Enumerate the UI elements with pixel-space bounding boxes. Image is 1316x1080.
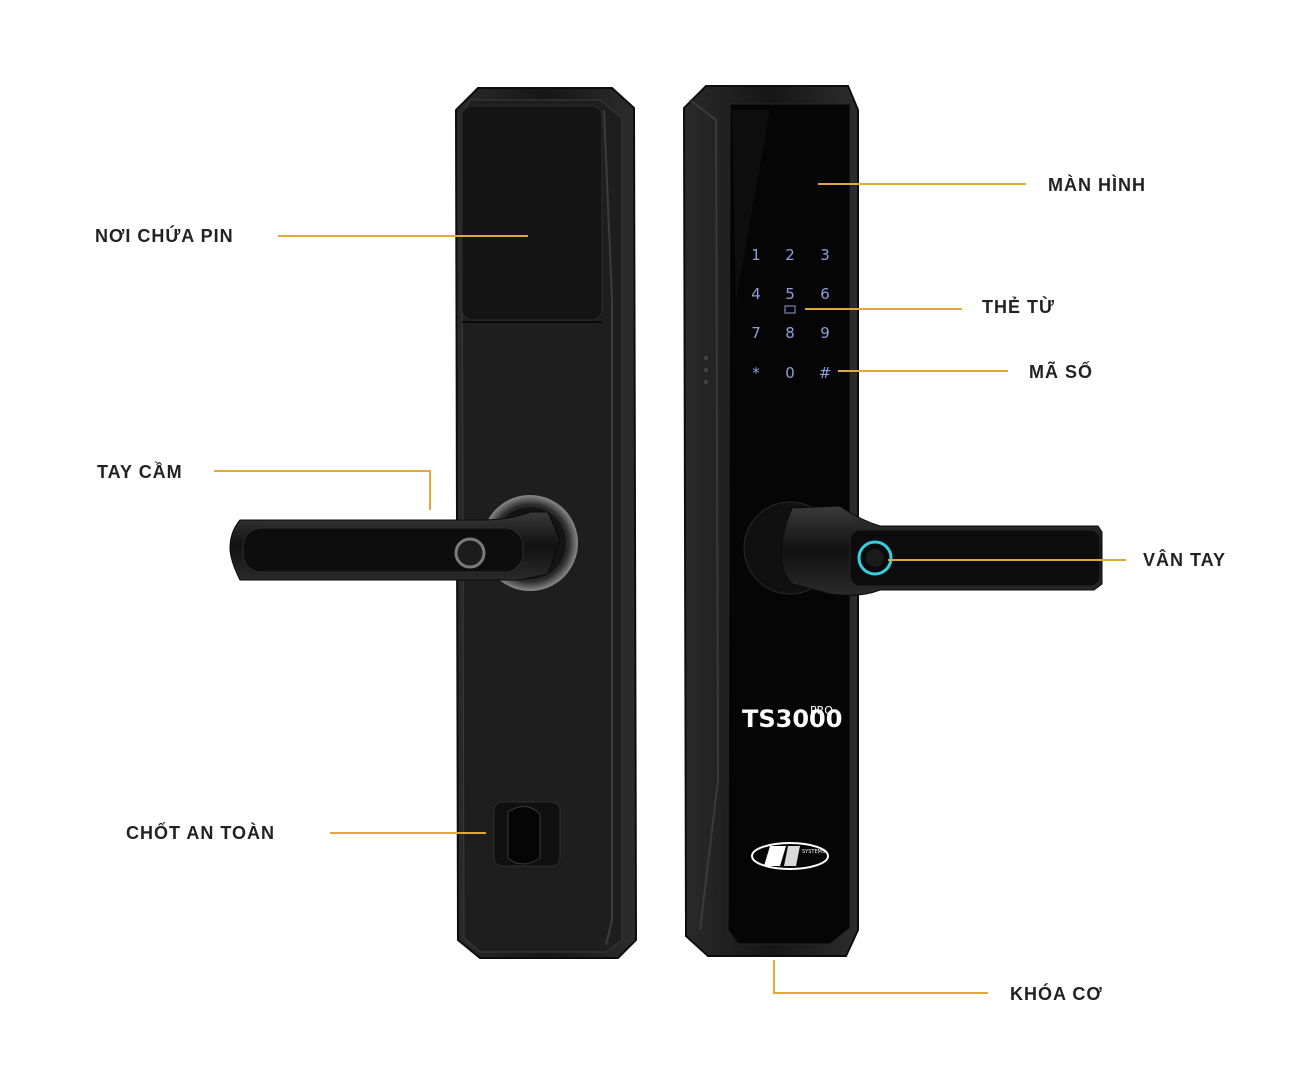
keypad: 1 2 3 4 5 6 7 8 9 * 0 #	[751, 246, 831, 382]
label-passcode: MÃ SỐ	[1029, 362, 1094, 382]
keypad-key: 7	[751, 324, 761, 342]
label-fingerprint: VÂN TAY	[1143, 550, 1227, 570]
keypad-key: 5	[785, 285, 795, 303]
model-name: TS3000	[742, 705, 842, 733]
leader-lines	[214, 183, 1126, 994]
keypad-key: 1	[751, 246, 761, 264]
front-handle	[743, 501, 1103, 596]
keypad-key: 4	[751, 285, 761, 303]
keypad-key: 6	[820, 285, 830, 303]
leader-mechanical-key	[773, 960, 988, 994]
label-mechanical-key: KHÓA CƠ	[1010, 984, 1103, 1004]
back-handle	[229, 495, 578, 591]
label-battery: NƠI CHỨA PIN	[95, 226, 234, 246]
card-reader-icon	[784, 305, 796, 314]
keypad-key: 0	[785, 364, 795, 382]
keypad-key: *	[752, 364, 760, 382]
leader-handle	[214, 470, 431, 510]
keypad-key: 8	[785, 324, 795, 342]
model-badge: TS3000 PRO	[742, 704, 842, 733]
label-safety-latch: CHỐT AN TOÀN	[126, 823, 275, 843]
label-screen: MÀN HÌNH	[1048, 175, 1146, 195]
keypad-key: #	[819, 364, 832, 382]
battery-cover	[461, 105, 603, 321]
brand-logo: SYSTEMS	[751, 842, 829, 870]
safety-latch-knob	[493, 801, 561, 867]
model-edition: PRO	[810, 704, 833, 717]
keypad-key: 2	[785, 246, 795, 264]
keypad-key: 9	[820, 324, 830, 342]
keypad-key: 3	[820, 246, 830, 264]
fingerprint-sensor-back	[454, 537, 486, 569]
brand-subtitle: SYSTEMS	[802, 849, 825, 855]
label-handle: TAY CẦM	[97, 462, 183, 482]
label-card: THẺ TỪ	[982, 297, 1055, 317]
